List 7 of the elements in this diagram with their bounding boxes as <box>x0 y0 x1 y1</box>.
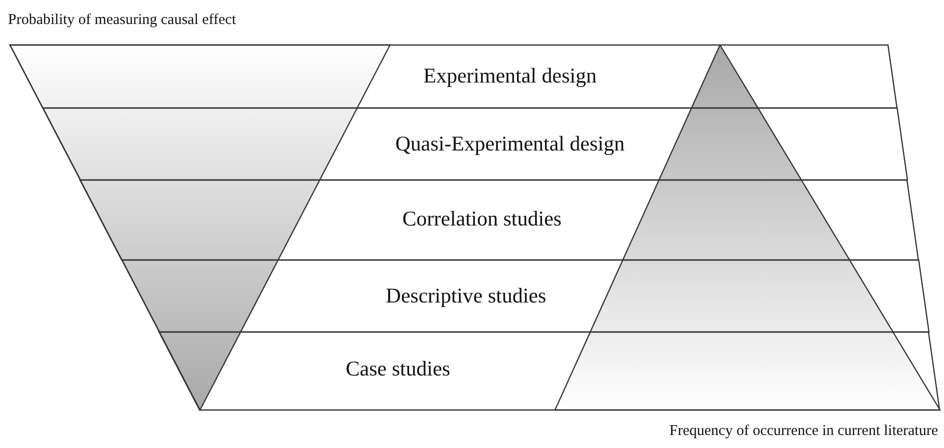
level-label: Descriptive studies <box>386 284 546 308</box>
axis-caption: Probability of measuring causal effect <box>8 12 236 29</box>
level-label: Experimental design <box>423 64 597 88</box>
axis-caption: Frequency of occurrence in current literature <box>669 423 938 440</box>
level-label: Case studies <box>346 356 450 382</box>
level-label: Quasi-Experimental design <box>395 132 625 156</box>
level-label: Correlation studies <box>402 206 562 232</box>
